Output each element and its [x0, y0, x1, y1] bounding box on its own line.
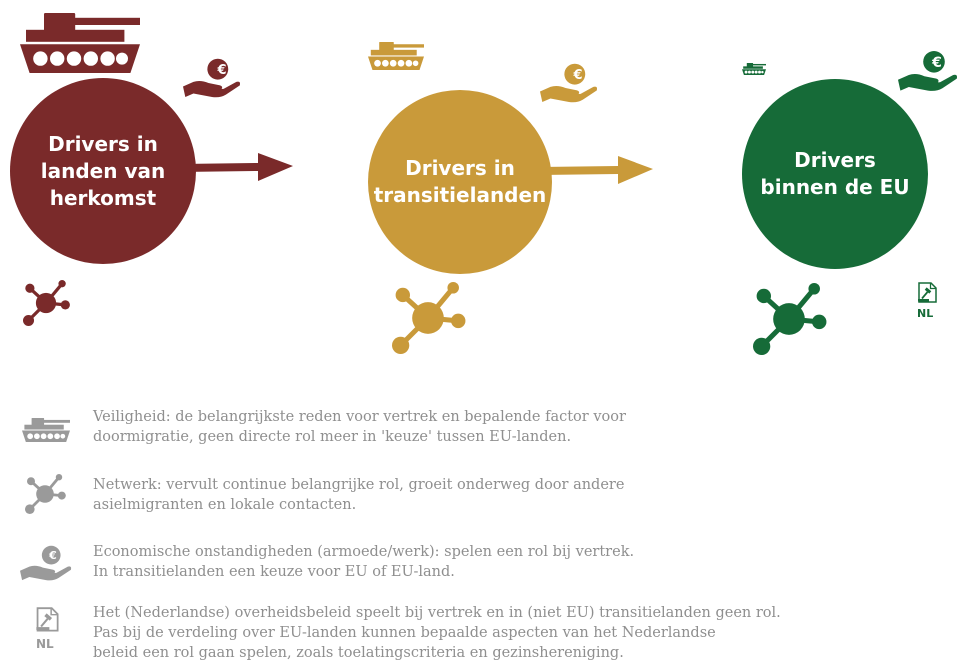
tank-icon: [368, 42, 424, 70]
euro-symbol: €: [932, 55, 942, 71]
stage-eu-circle: Drivers binnen de EU: [742, 79, 928, 269]
network-icon: [21, 278, 72, 328]
tank-icon: [742, 63, 766, 75]
network-icon: [23, 472, 68, 516]
policy-document-icon: [917, 282, 937, 303]
stage-transit-label: Drivers in transitielanden: [373, 156, 547, 207]
arrow-transit-to-eu: [540, 156, 653, 184]
money-hand-icon: [183, 58, 241, 98]
euro-symbol: €: [217, 63, 227, 78]
tank-icon: [20, 13, 140, 73]
arrow-origin-to-transit: [180, 153, 293, 181]
network-icon: [742, 283, 836, 355]
stage-origin-circle: Drivers in landen van herkomst: [10, 78, 196, 264]
stage-eu-label: Drivers binnen de EU: [760, 148, 910, 199]
stage-transit-circle: Drivers in transitielanden: [368, 90, 552, 274]
money-hand-icon: [540, 63, 598, 103]
legend-text-economic: Economische onstandigheden (armoede/werk…: [93, 544, 635, 580]
legend-text-policy: Het (Nederlandse) overheidsbeleid speelt…: [93, 605, 781, 661]
tank-icon: [22, 418, 70, 442]
network-icon: [380, 282, 476, 354]
policy-document-icon: [35, 607, 59, 632]
euro-symbol: €: [573, 68, 583, 83]
legend-text-network: Netwerk: vervult continue belangrijke ro…: [93, 477, 625, 513]
nl-label: NL: [36, 637, 54, 651]
euro-symbol: €: [49, 549, 57, 562]
nl-label: NL: [917, 307, 934, 320]
legend-text-safety: Veiligheid: de belangrijkste reden voor …: [93, 409, 626, 445]
stage-origin-label: Drivers in landen van herkomst: [40, 131, 166, 210]
